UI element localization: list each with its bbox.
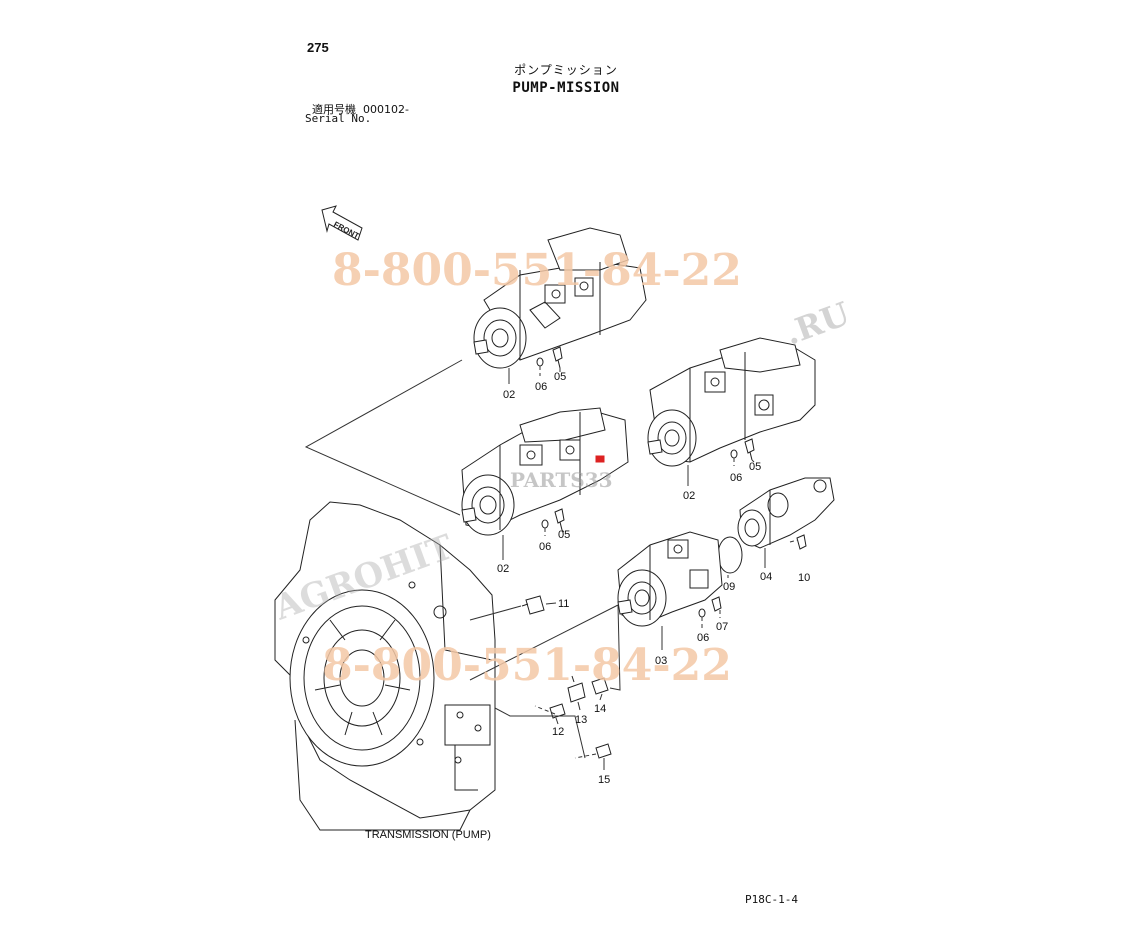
o-ring-09 <box>717 536 743 574</box>
watermark-phone-top: 8-800-551-84-22 <box>332 245 742 296</box>
pump-mid-left-02 <box>461 407 629 536</box>
serial-label-en: Serial No. <box>305 112 372 125</box>
callout-06-top: 06 <box>535 381 547 393</box>
pump-lower-03 <box>617 531 723 627</box>
valve-13 <box>567 675 586 703</box>
washer-06b <box>730 449 738 459</box>
watermark-site-top: .RU <box>780 294 855 352</box>
bolt-10 <box>796 534 807 550</box>
callout-05-midright: 05 <box>749 461 761 473</box>
callout-13: 13 <box>575 714 587 726</box>
transmission-housing <box>274 501 496 831</box>
title-japanese-text: ポンプミッション <box>514 63 618 77</box>
callout-03: 03 <box>655 655 667 667</box>
page-number: 275 <box>307 40 329 55</box>
callout-10: 10 <box>798 572 810 584</box>
fitting-15 <box>595 743 612 759</box>
callout-15: 15 <box>598 774 610 786</box>
page-title: PUMP-MISSION <box>0 80 1144 96</box>
washer-06a <box>536 357 544 367</box>
callout-12: 12 <box>552 726 564 738</box>
bolt-07 <box>711 596 722 612</box>
fitting-14 <box>591 677 609 695</box>
watermark-phone-bottom: 8-800-551-84-22 <box>322 640 732 691</box>
front-arrow-icon: FRONT <box>321 205 363 241</box>
pump-top-02 <box>473 227 647 369</box>
gear-pump-04 <box>737 477 835 549</box>
watermark-center: PARTS33 <box>510 468 613 492</box>
page-title-text: PUMP-MISSION <box>512 80 620 96</box>
callout-06-midright: 06 <box>730 472 742 484</box>
page-code: P18C-1-4 <box>745 893 798 906</box>
callout-07: 07 <box>716 621 728 633</box>
washer-06d <box>541 519 549 529</box>
callout-09: 09 <box>723 581 735 593</box>
callout-04: 04 <box>760 571 772 583</box>
callout-06-lower: 06 <box>697 632 709 644</box>
callout-02-midleft: 02 <box>497 563 509 575</box>
serial-value: 000102- <box>363 103 409 116</box>
fitting-11 <box>521 595 545 615</box>
washer-06c <box>698 608 706 618</box>
callout-14: 14 <box>594 703 606 715</box>
callout-11: 11 <box>558 598 569 610</box>
serial-line-jp: 適用号機 000102- <box>312 101 409 117</box>
callout-06-midleft: 06 <box>539 541 551 553</box>
callout-02-midright: 02 <box>683 490 695 502</box>
diagram-caption: TRANSMISSION (PUMP) <box>365 829 491 841</box>
title-japanese: ポンプミッション <box>0 61 1144 78</box>
bolt-05a <box>552 346 563 369</box>
bolt-05c <box>554 508 565 531</box>
pump-mid-right-02 <box>647 337 816 467</box>
bolt-05b <box>744 438 755 461</box>
callout-05-midleft: 05 <box>558 529 570 541</box>
fitting-12 <box>549 703 566 719</box>
serial-label-jp: 適用号機 <box>312 103 356 116</box>
callout-02-top: 02 <box>503 389 515 401</box>
callout-05-top: 05 <box>554 371 566 383</box>
